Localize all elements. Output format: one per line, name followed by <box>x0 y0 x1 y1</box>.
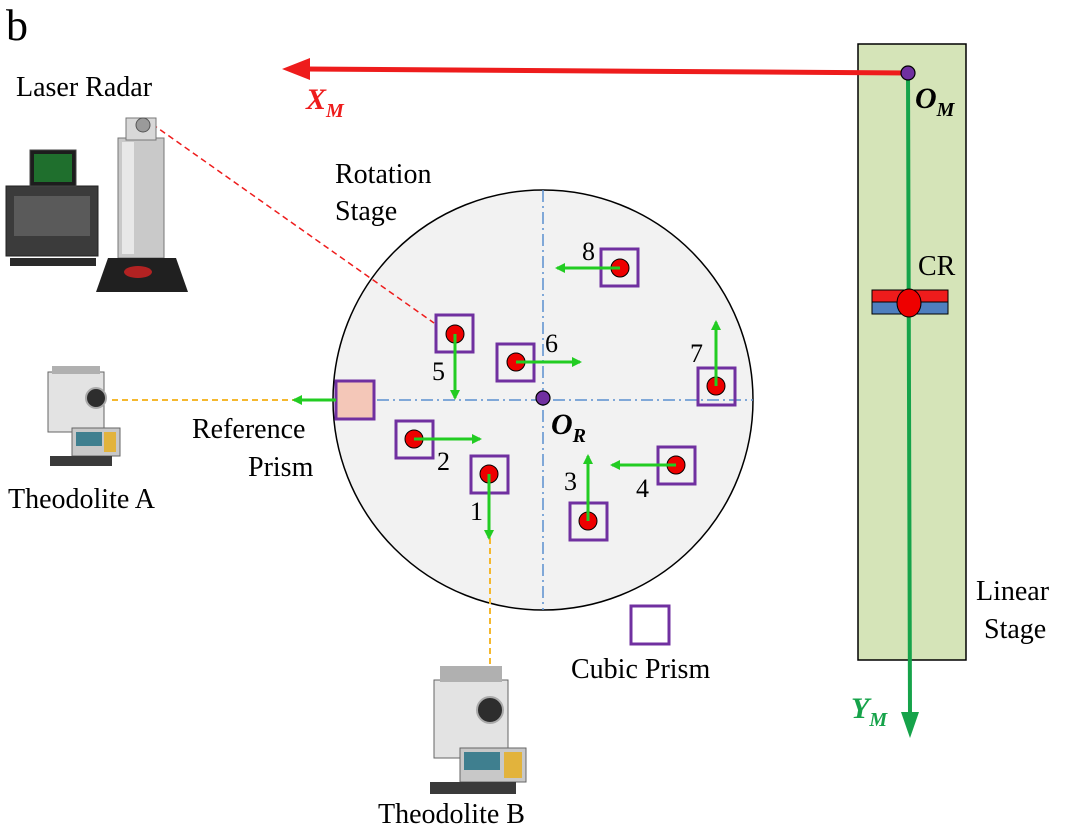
prism-number-5: 5 <box>432 357 445 386</box>
prism-number-6: 6 <box>545 329 558 358</box>
ym-axis-label-main: Y <box>851 692 872 725</box>
laser-radar-icon <box>5 117 188 292</box>
ym-axis-line <box>906 73 912 716</box>
theodolite-b-label: Theodolite B <box>378 799 525 830</box>
linear-stage-label-line2: Stage <box>984 614 1046 645</box>
ym-axis-label: YM <box>851 692 888 731</box>
prism-number-7: 7 <box>690 339 703 368</box>
panel-label: b <box>6 1 28 50</box>
om-origin-dot <box>900 65 916 81</box>
reference-prism-label-line2: Prism <box>248 452 314 483</box>
prism-number-4: 4 <box>636 474 649 503</box>
xm-axis-line <box>304 66 909 76</box>
xm-axis-label: XM <box>305 83 345 122</box>
or-label: OR <box>551 408 586 447</box>
theodolite-a-icon <box>47 366 121 466</box>
reference-prism <box>334 379 376 421</box>
or-label-sub: R <box>572 425 586 447</box>
prism-number-3: 3 <box>564 467 577 496</box>
rotation-stage-label-line2: Stage <box>335 196 397 227</box>
legend-cubic-prism-swatch <box>629 604 671 646</box>
theodolite-b-icon <box>430 666 527 794</box>
om-label: OM <box>915 82 956 121</box>
or-origin-dot <box>535 390 551 406</box>
om-label-main: O <box>915 82 937 115</box>
ym-axis-arrowhead <box>901 712 919 738</box>
legend-cubic-prism-label: Cubic Prism <box>571 654 710 685</box>
prism-number-8: 8 <box>582 237 595 266</box>
linear-stage <box>857 43 967 661</box>
prism-number-1: 1 <box>470 497 483 526</box>
ym-axis-label-sub: M <box>868 709 888 731</box>
laser-radar-label: Laser Radar <box>16 72 153 103</box>
cr-label: CR <box>918 251 956 282</box>
linear-stage-label-line1: Linear <box>976 576 1050 607</box>
or-label-main: O <box>551 408 573 441</box>
xm-axis-label-sub: M <box>325 100 345 122</box>
prism-number-2: 2 <box>437 447 450 476</box>
theodolite-a-label: Theodolite A <box>8 484 156 515</box>
reference-prism-label-line1: Reference <box>192 414 305 445</box>
xm-axis-arrowhead <box>282 58 310 80</box>
om-label-sub: M <box>936 99 956 121</box>
laser-radar-beam <box>151 123 435 324</box>
xm-axis-label-main: X <box>305 83 327 116</box>
cr-dot <box>896 288 922 318</box>
rotation-stage-label-line1: Rotation <box>335 159 431 190</box>
